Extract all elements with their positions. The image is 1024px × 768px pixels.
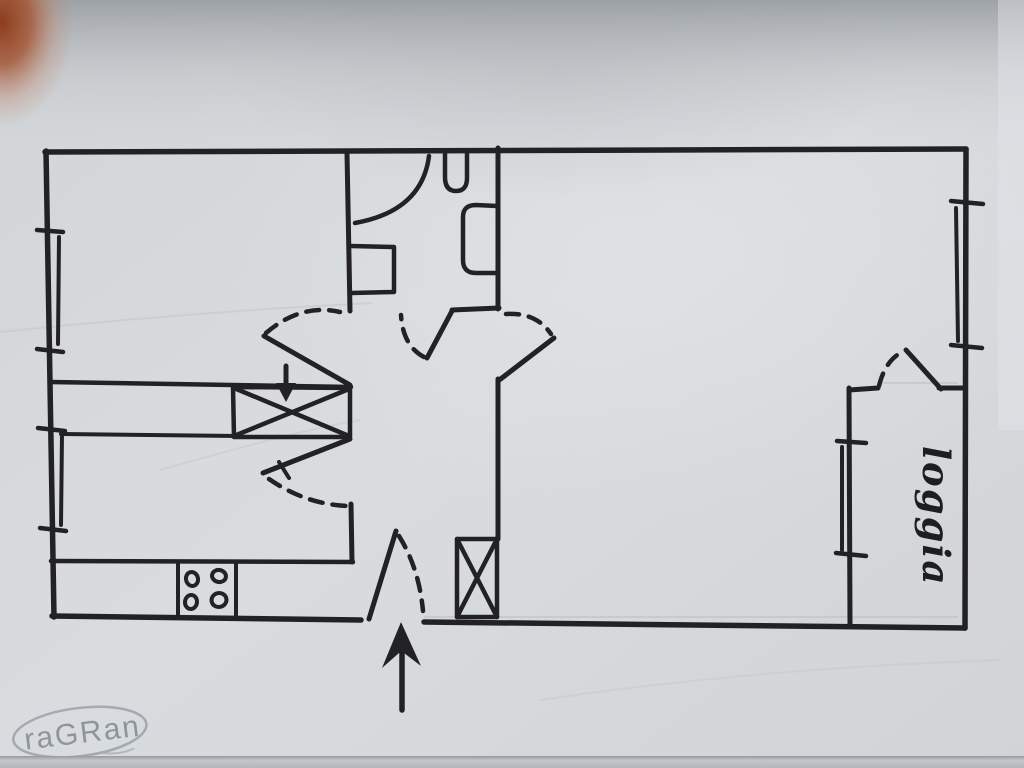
window-inner-line (954, 206, 960, 343)
bathroom-wall-left (344, 150, 353, 314)
door-swing-arc (398, 312, 427, 360)
door-main-room (495, 311, 557, 384)
door-leaf (903, 347, 944, 392)
window-tick (35, 425, 68, 434)
window-tick (948, 342, 985, 351)
loggia-wall-top-left (846, 385, 881, 393)
bathroom-inner-door-arc (352, 153, 432, 226)
door-swing-arc (263, 307, 343, 336)
watermark-scribble (100, 747, 135, 755)
stove-burners-icon (182, 567, 229, 611)
door-entrance (366, 528, 426, 622)
window-right (948, 198, 986, 351)
window-loggia (833, 438, 869, 559)
entrance-arrow-icon (382, 622, 421, 713)
window-tick (948, 198, 986, 207)
shower-square-icon (348, 243, 397, 296)
door-leaf (366, 528, 399, 622)
watermark-ellipse (12, 705, 148, 759)
kitchen-counter-line (48, 558, 356, 565)
toilet-icon (442, 148, 470, 194)
door-bathroom (398, 308, 455, 361)
door-swing-arc (503, 311, 554, 337)
window-tick (34, 346, 66, 355)
paper-bottom-edge (0, 756, 1024, 768)
window-left-lower (35, 425, 69, 534)
partition-wall-lower (59, 432, 240, 438)
window-tick (834, 438, 869, 446)
door-leaf (260, 436, 353, 476)
crossed-box-shaft (454, 536, 500, 620)
door-leaf-tick (277, 460, 291, 480)
window-inner-line (56, 235, 61, 346)
wall-bottom-left (49, 613, 364, 623)
washbasin-icon (460, 202, 500, 276)
kitchen-counter (176, 561, 238, 619)
door-swing-arc (876, 349, 905, 389)
bathroom-fixtures (348, 148, 500, 296)
down-arrow-icon (276, 363, 296, 402)
door-leaf (495, 335, 557, 384)
door-kitchen (260, 436, 353, 509)
door-living-room (261, 307, 353, 388)
bathroom-wall-bottom (449, 305, 502, 313)
paper-right-fold-highlight (998, 0, 1024, 430)
window-left-upper (34, 227, 66, 355)
background-top-shade (0, 0, 1024, 165)
wall-top (42, 146, 969, 155)
window-tick (833, 550, 869, 559)
window-tick (37, 525, 69, 534)
door-leaf (261, 333, 353, 388)
finger-blob (0, 0, 74, 127)
door-swing-arc (266, 476, 350, 509)
door-loggia (876, 347, 944, 392)
window-tick (34, 227, 66, 235)
loggia-wall-left (846, 385, 853, 627)
door-leaf (424, 308, 455, 361)
hall-kitchen-wall (348, 501, 355, 565)
door-swing-arc (396, 533, 426, 614)
wall-bottom-right (421, 619, 968, 631)
window-inner-line (59, 432, 64, 527)
loggia-label: loggia (914, 446, 958, 587)
